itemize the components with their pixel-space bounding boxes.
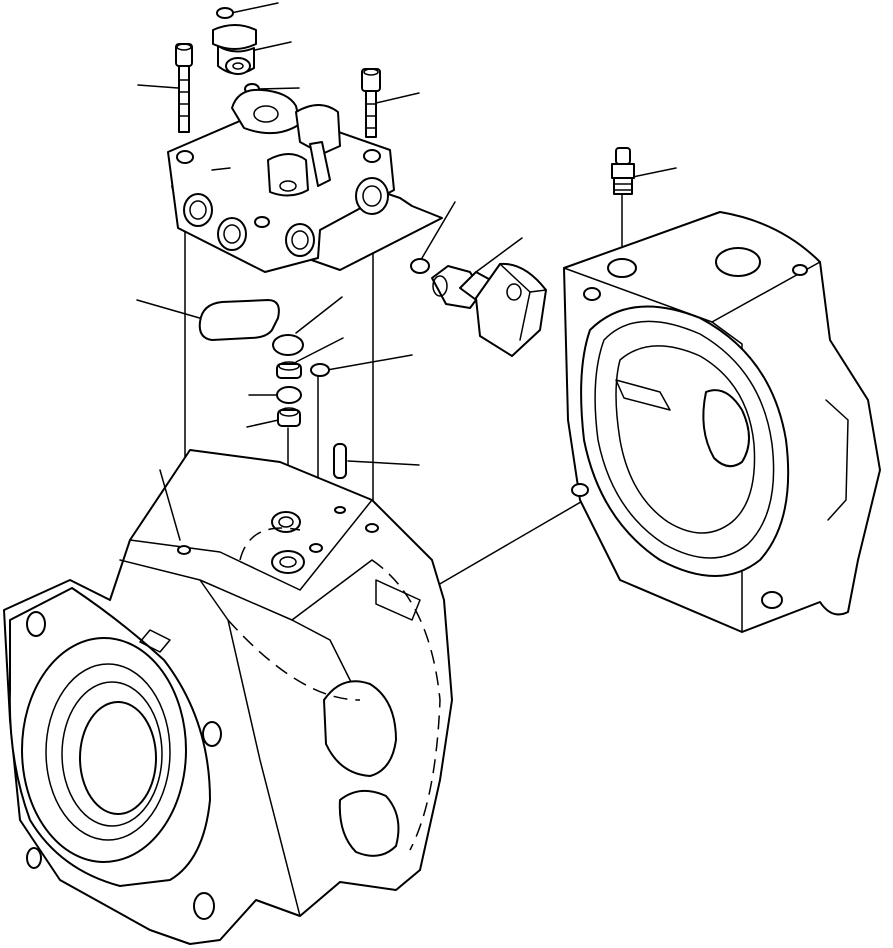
gasket-plate xyxy=(198,299,280,341)
spool-lower-2 xyxy=(277,407,301,427)
end-cover-housing xyxy=(563,211,881,633)
plug-fitting xyxy=(212,24,257,75)
pump-main-housing xyxy=(3,449,453,945)
o-ring-top xyxy=(216,7,234,19)
valve-block xyxy=(167,88,395,273)
o-ring-seal xyxy=(410,258,430,274)
dowel-pin xyxy=(333,443,347,479)
washer-upper xyxy=(272,334,304,356)
bolt-right xyxy=(361,68,381,138)
bolt-left xyxy=(175,43,193,133)
washer-mid xyxy=(276,386,302,404)
solenoid-valve xyxy=(431,262,547,357)
spool-lower xyxy=(276,361,302,379)
o-ring-right xyxy=(310,363,330,377)
grease-nipple xyxy=(611,147,635,195)
